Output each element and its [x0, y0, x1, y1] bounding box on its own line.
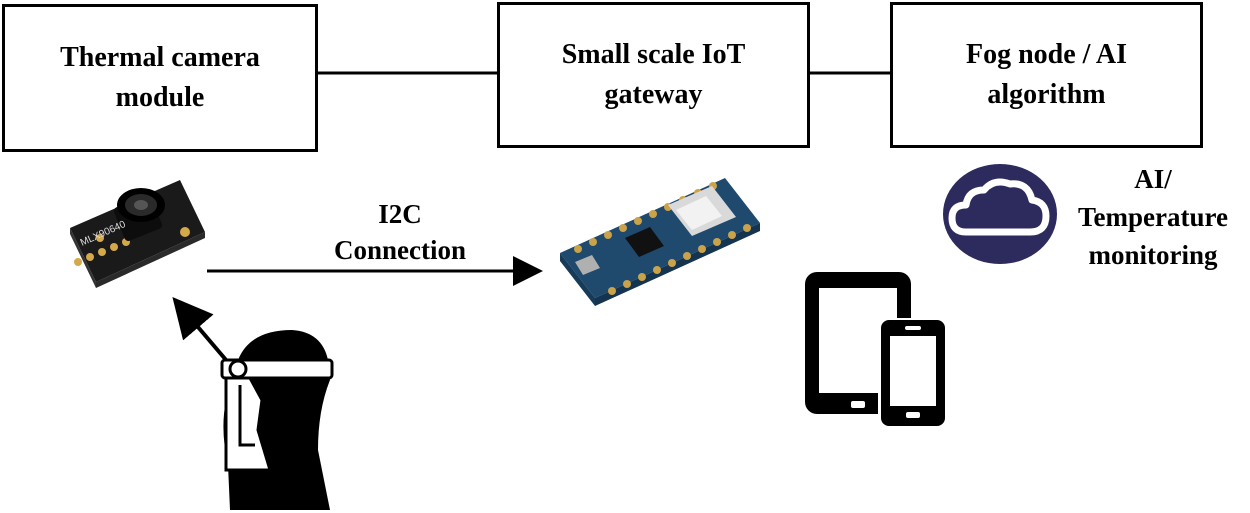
i2c-connection-label: I2C Connection [300, 196, 500, 268]
fog-node-box: Fog node / AI algorithm [890, 2, 1203, 148]
monitoring-label-line2: Temperature [1078, 202, 1228, 232]
thermal-camera-module-icon: MLX90640 [70, 180, 205, 288]
i2c-label-line1: I2C [378, 199, 422, 229]
thermal-box-line1: Thermal camera [60, 42, 260, 73]
phone-icon [878, 318, 946, 428]
face-shield-person-icon [220, 330, 334, 510]
iot-gateway-box: Small scale IoT gateway [497, 2, 810, 148]
sensing-arrow [172, 296, 234, 369]
cloud-icon [943, 164, 1057, 264]
gateway-box-line2: gateway [604, 79, 703, 110]
arduino-board-icon [560, 178, 760, 306]
monitoring-label-line1: AI/ [1134, 164, 1172, 194]
fog-box-line1: Fog node / AI [965, 39, 1128, 70]
thermal-camera-module-box: Thermal camera module [2, 4, 318, 152]
i2c-label-line2: Connection [333, 235, 466, 265]
fog-box-line2: algorithm [987, 79, 1106, 110]
gateway-box-line1: Small scale IoT [561, 39, 746, 70]
monitoring-label: AI/ Temperature monitoring [1058, 160, 1248, 274]
monitoring-label-line3: monitoring [1088, 240, 1218, 270]
thermal-box-line2: module [115, 82, 205, 113]
